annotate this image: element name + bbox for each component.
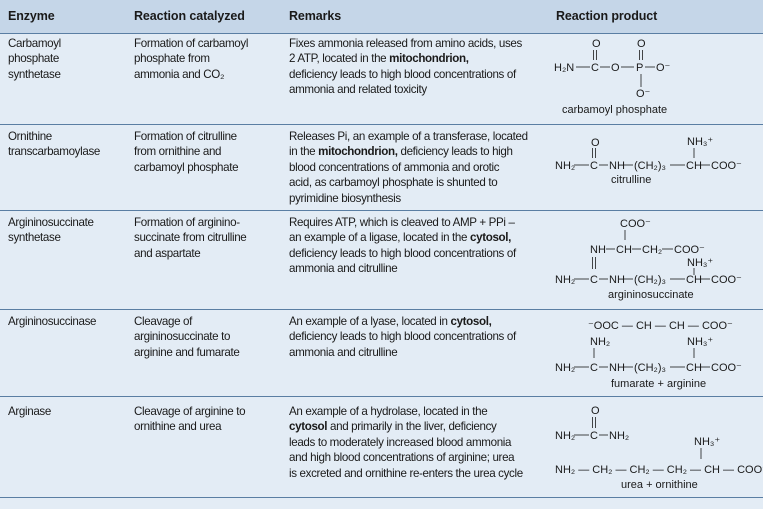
svg-text:NH: NH [590,244,606,256]
row-divider [0,497,763,498]
row2-structure: O NH₃⁺ NH₂ C NH (CH₂)₃ CH COO⁻ citrullin… [555,136,742,186]
row-divider [0,396,763,397]
row5-reaction: Cleavage of arginine to ornithine and ur… [134,405,246,434]
svg-text:NH₂: NH₂ [555,274,575,286]
row5-product-name: urea + ornithine [621,479,698,491]
svg-text:NH₃⁺: NH₃⁺ [687,136,713,148]
header-remarks: Remarks [289,9,342,23]
row2-enzyme: Ornithine transcarbamoylase [8,130,100,159]
svg-text:NH₂ — CH₂ — CH₂ — CH₂ — CH — C: NH₂ — CH₂ — CH₂ — CH₂ — CH — COO⁻ [555,464,763,476]
svg-text:C: C [590,274,598,286]
svg-text:NH₂: NH₂ [555,160,575,172]
svg-text:(CH₂)₃: (CH₂)₃ [634,160,666,172]
row5-structure: O NH₂ C NH₂ NH₃⁺ NH₂ — CH₂ — CH₂ — CH₂ —… [555,405,763,491]
row-divider [0,210,763,211]
header-enzyme: Enzyme [8,9,55,23]
row4-enzyme: Argininosuccinase [8,315,97,328]
svg-text:O: O [637,38,646,50]
row2-product-name: citrulline [611,174,651,186]
svg-text:NH₂: NH₂ [555,430,575,442]
svg-text:NH₂: NH₂ [609,430,629,442]
svg-text:NH₂: NH₂ [555,362,575,374]
row2-reaction: Formation of citrulline from ornithine a… [134,130,239,174]
svg-text:⁻OOC — CH — CH — COO⁻: ⁻OOC — CH — CH — COO⁻ [588,320,733,332]
svg-text:C: C [590,430,598,442]
row4-reaction: Cleavage of argininosuccinate to arginin… [134,315,240,359]
svg-text:C: C [590,160,598,172]
row3-reaction: Formation of arginino- succinate from ci… [134,216,247,260]
svg-text:NH₂: NH₂ [590,336,610,348]
svg-text:O: O [591,405,600,417]
svg-text:H₂N: H₂N [554,62,574,74]
row1-structure: O O H₂N C O P O⁻ O⁻ carbamoyl phosphate [554,38,671,116]
row4-remarks: An example of a lyase, located in cytoso… [289,315,516,359]
svg-text:COO⁻: COO⁻ [711,362,742,374]
svg-text:C: C [590,362,598,374]
row4-structure: ⁻OOC — CH — CH — COO⁻ NH₂ NH₃⁺ NH₂ C NH … [555,320,742,390]
svg-text:COO⁻: COO⁻ [711,274,742,286]
row2-remarks: Releases Pi, an example of a transferase… [289,130,528,205]
svg-text:COO⁻: COO⁻ [620,218,651,230]
row3-remarks: Requires ATP, which is cleaved to AMP + … [289,216,516,276]
header-product: Reaction product [556,9,658,23]
svg-text:O: O [591,137,600,149]
header-reaction: Reaction catalyzed [134,9,245,23]
row-divider [0,124,763,125]
svg-text:O: O [611,62,620,74]
svg-text:NH₃⁺: NH₃⁺ [694,436,720,448]
svg-text:CH: CH [616,244,632,256]
svg-text:O: O [592,38,601,50]
svg-text:O⁻: O⁻ [656,62,671,74]
svg-text:O⁻: O⁻ [636,88,651,100]
svg-text:(CH₂)₃: (CH₂)₃ [634,274,666,286]
row4-product-name: fumarate + arginine [611,378,706,390]
svg-text:NH: NH [609,274,625,286]
svg-text:CH: CH [686,362,702,374]
row3-enzyme: Argininosuccinate synthetase [8,216,94,245]
row1-reaction: Formation of carbamoyl phosphate from am… [134,37,249,81]
svg-text:NH: NH [609,362,625,374]
row5-enzyme: Arginase [8,405,51,418]
table-header: Enzyme Reaction catalyzed Remarks Reacti… [0,0,763,33]
svg-text:NH: NH [609,160,625,172]
row1-enzyme: Carbamoyl phosphate synthetase [8,37,61,81]
svg-text:C: C [591,62,599,74]
svg-text:(CH₂)₃: (CH₂)₃ [634,362,666,374]
svg-text:COO⁻: COO⁻ [674,244,705,256]
row-divider [0,309,763,310]
row1-product-name: carbamoyl phosphate [562,104,667,116]
svg-text:NH₃⁺: NH₃⁺ [687,336,713,348]
svg-text:CH: CH [686,274,702,286]
row3-structure: COO⁻ NH CH CH₂ COO⁻ NH₃⁺ NH₂ C NH (CH₂)₃… [555,218,742,301]
row1-remarks: Fixes ammonia released from amino acids,… [289,37,522,97]
row3-product-name: argininosuccinate [608,289,694,301]
svg-text:NH₃⁺: NH₃⁺ [687,257,713,269]
svg-text:P: P [636,62,643,74]
row5-remarks: An example of a hydrolase, located in th… [289,405,523,480]
header-divider [0,33,763,34]
svg-text:CH₂: CH₂ [642,244,662,256]
svg-text:COO⁻: COO⁻ [711,160,742,172]
svg-text:CH: CH [686,160,702,172]
